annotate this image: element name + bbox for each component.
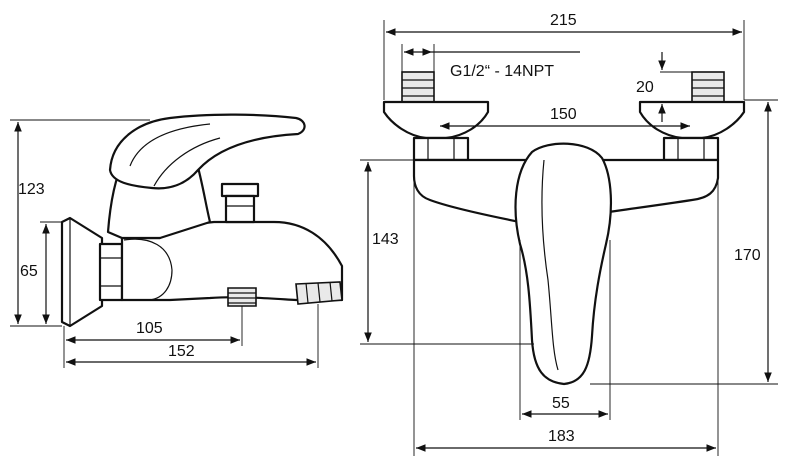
right-flange — [638, 100, 746, 140]
wall-flange — [60, 216, 104, 328]
hex-nut — [98, 242, 124, 302]
right-connector — [691, 71, 725, 103]
left-connector — [401, 71, 435, 103]
front-view: 215 G1/2“ - 14NPT 20 150 143 170 55 183 — [360, 12, 778, 456]
dim-wall-height-65: 65 — [20, 263, 38, 280]
left-flange — [382, 100, 490, 140]
dim-overall-height-170: 170 — [734, 247, 761, 264]
dim-flange-20: 20 — [636, 79, 654, 96]
dim-height-123: 123 — [18, 181, 45, 198]
dim-body-height-143: 143 — [372, 231, 399, 248]
dim-lever-width-55: 55 — [552, 395, 570, 412]
dim-body-width-183: 183 — [548, 428, 575, 445]
thread-spec-label: G1/2“ - 14NPT — [450, 63, 554, 80]
lever-handle-front — [514, 142, 613, 386]
side-view: 123 65 105 152 — [10, 113, 344, 368]
lever-handle — [108, 113, 306, 190]
dim-overall-width-215: 215 — [550, 12, 577, 29]
left-hex-nut — [412, 136, 470, 162]
diverter-knob — [220, 182, 260, 198]
dim-shower-outlet-105: 105 — [136, 320, 163, 337]
dim-centers-150: 150 — [550, 106, 577, 123]
dim-spout-reach-152: 152 — [168, 343, 195, 360]
right-hex-nut — [662, 136, 720, 162]
